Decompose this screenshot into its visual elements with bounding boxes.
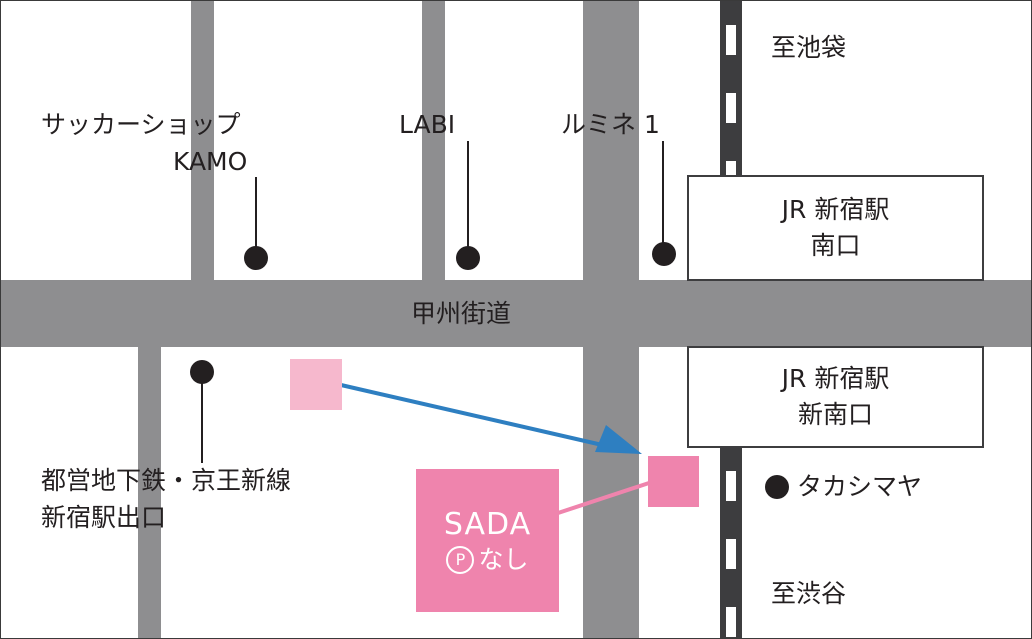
route-arrow-line (340, 383, 612, 449)
jr-south-exit-line2: 南口 (810, 231, 861, 260)
takashimaya-label: タカシマヤ (797, 472, 923, 501)
koshu-kaido-label: 甲州街道 (410, 299, 511, 328)
labi-dot (456, 246, 480, 270)
destination-connector (557, 481, 650, 515)
railway-dash (726, 607, 736, 637)
lumine-dot (652, 242, 676, 266)
subway-exit-dot (190, 360, 214, 384)
railway-dash (726, 25, 736, 55)
to-shibuya-label: 至渋谷 (771, 579, 847, 608)
subway-exit-leader (201, 381, 203, 463)
parking-info: P なし (446, 544, 529, 576)
parking-icon: P (446, 545, 475, 574)
soccer-shop-leader (255, 177, 257, 257)
street-vertical-1 (191, 1, 214, 280)
start-marker (290, 359, 342, 410)
jr-new-south-exit-box: JR 新宿駅 新南口 (687, 346, 984, 448)
street-vertical-2 (422, 1, 445, 280)
soccer-shop-label-line1: サッカーショップ (41, 110, 241, 139)
koshu-kaido-road (1, 280, 1031, 347)
soccer-shop-label-line2: KAMO (173, 147, 248, 176)
street-vertical-3 (138, 347, 161, 638)
jr-new-south-exit-line1: JR 新宿駅 (781, 364, 890, 393)
sada-name: SADA (443, 506, 532, 542)
railway-dash (726, 539, 736, 569)
route-arrow-head (595, 425, 642, 454)
soccer-shop-dot (244, 246, 268, 270)
parking-text: なし (478, 544, 529, 574)
lumine-leader (662, 141, 664, 253)
to-ikebukuro-label: 至池袋 (771, 33, 847, 62)
route-end-marker (648, 456, 699, 507)
sada-destination: SADA P なし (416, 469, 559, 612)
railway-dash (726, 93, 736, 123)
takashimaya-dot (765, 475, 789, 499)
labi-leader (467, 141, 469, 257)
subway-exit-label-line2: 新宿駅出口 (41, 503, 167, 532)
subway-exit-label-line1: 都営地下鉄・京王新線 (41, 466, 292, 495)
jr-south-exit-line1: JR 新宿駅 (781, 195, 890, 224)
lumine-label: ルミネ 1 (561, 110, 660, 139)
railway-dash (726, 471, 736, 501)
labi-label: LABI (399, 110, 456, 139)
jr-new-south-exit-line2: 新南口 (797, 400, 873, 429)
jr-south-exit-box: JR 新宿駅 南口 (687, 175, 984, 281)
